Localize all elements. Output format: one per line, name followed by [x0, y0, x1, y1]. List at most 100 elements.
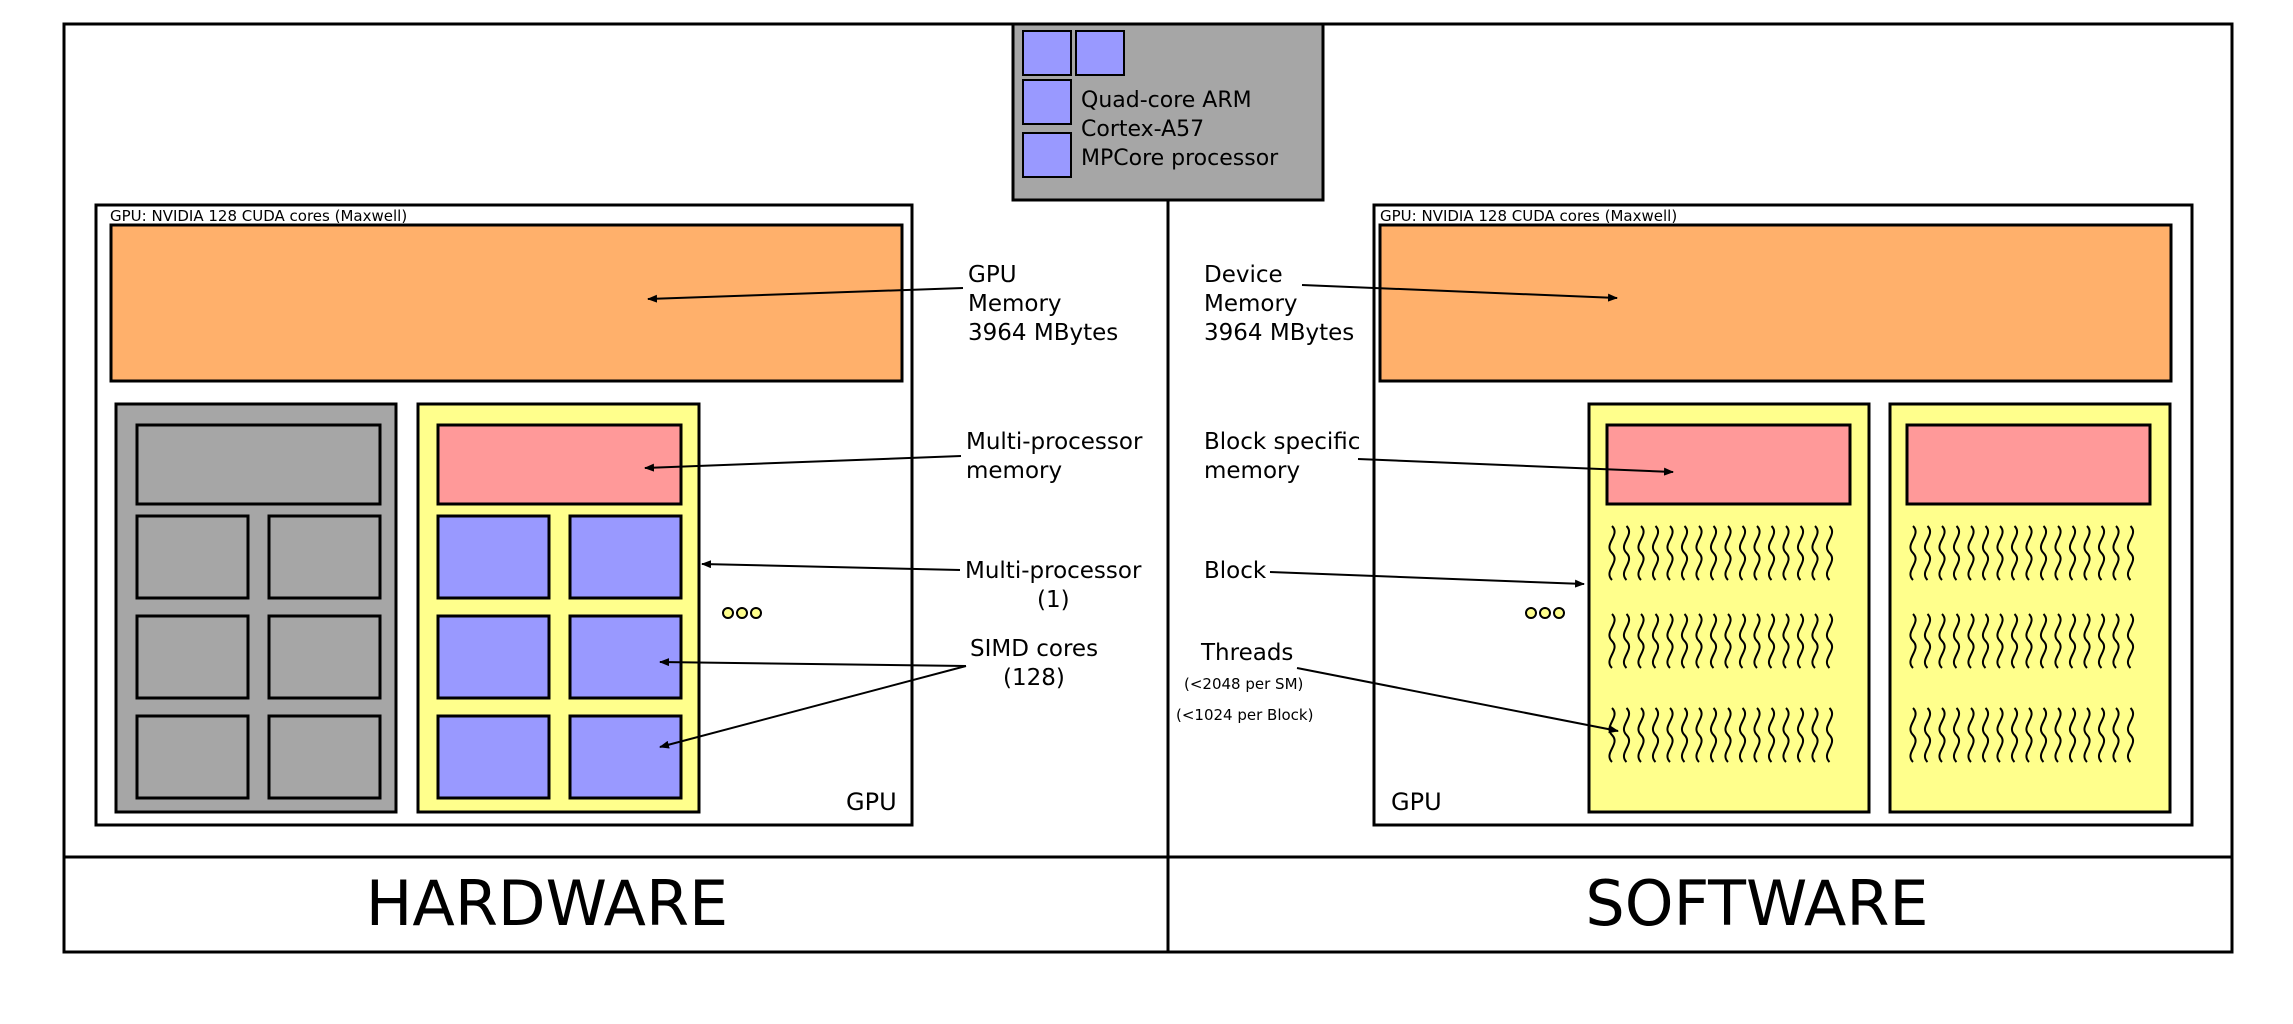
thread-icon — [2126, 707, 2135, 763]
mp-memory-label-line: Multi-processor — [966, 429, 1143, 455]
cpu-core — [1022, 132, 1072, 178]
thread-icon — [2083, 525, 2091, 581]
cpu-core — [1022, 30, 1072, 76]
thread-icon — [1608, 707, 1616, 763]
block-memory-label-line: Block specific — [1204, 429, 1360, 455]
thread-icon — [1782, 525, 1790, 581]
thread-icon — [1981, 707, 1990, 763]
thread-icon — [2010, 707, 2019, 763]
thread-icon — [1695, 525, 1703, 581]
thread-icon — [1637, 707, 1645, 763]
thread-icon — [1622, 707, 1631, 763]
thread-icon — [1811, 613, 1819, 669]
thread-icon — [1825, 613, 1834, 669]
thread-icon — [2126, 525, 2135, 581]
thread-icon — [1952, 707, 1961, 763]
thread-icon — [2068, 525, 2077, 581]
thread-icon — [2010, 613, 2019, 669]
thread-icon — [1996, 707, 2004, 763]
thread-icon — [1923, 525, 1932, 581]
hardware-gpu-title: GPU: NVIDIA 128 CUDA cores (Maxwell) — [110, 207, 407, 225]
thread-icon — [1782, 707, 1790, 763]
thread-icon — [1651, 525, 1660, 581]
thread-group — [1909, 613, 2135, 669]
simd-cores-label-line: SIMD cores — [970, 636, 1098, 662]
ellipsis-dots — [1525, 607, 1565, 619]
thread-icon — [1767, 707, 1776, 763]
thread-icon — [1796, 525, 1805, 581]
thread-icon — [2039, 525, 2048, 581]
thread-icon — [2054, 613, 2062, 669]
thread-icon — [1680, 613, 1689, 669]
thread-icon — [2097, 613, 2106, 669]
hardware-gpu-memory — [109, 223, 904, 383]
thread-group — [1608, 613, 1834, 669]
thread-icon — [1637, 525, 1645, 581]
device-memory-label-line: 3964 MBytes — [1204, 320, 1354, 346]
thread-icon — [1996, 613, 2004, 669]
block-label: Block — [1204, 558, 1267, 584]
thread-icon — [1709, 613, 1718, 669]
thread-icon — [2097, 707, 2106, 763]
thread-icon — [2010, 525, 2019, 581]
thread-icon — [2025, 525, 2033, 581]
thread-icon — [1811, 707, 1819, 763]
thread-icon — [1753, 707, 1761, 763]
software-gpu-title: GPU: NVIDIA 128 CUDA cores (Maxwell) — [1380, 207, 1677, 225]
software-gpu: GPU: NVIDIA 128 CUDA cores (Maxwell) GPU — [1372, 203, 2194, 827]
thread-icon — [1825, 525, 1834, 581]
thread-icon — [2112, 525, 2120, 581]
cpu-core — [1022, 79, 1072, 125]
thread-group — [1608, 525, 1834, 581]
thread-icon — [1637, 613, 1645, 669]
gpu-memory-label-line: Memory — [968, 291, 1062, 317]
thread-icon — [1909, 613, 1917, 669]
thread-icon — [1923, 707, 1932, 763]
thread-icon — [2126, 613, 2135, 669]
thread-icon — [2025, 613, 2033, 669]
simd-core — [568, 614, 683, 700]
thread-icon — [1651, 707, 1660, 763]
thread-icon — [1938, 707, 1946, 763]
thread-icon — [1938, 613, 1946, 669]
thread-icon — [2112, 613, 2120, 669]
thread-icon — [1967, 707, 1975, 763]
thread-icon — [1695, 707, 1703, 763]
cpu-label-line: Quad-core ARM — [1081, 88, 1252, 113]
software-section-label: SOFTWARE — [1585, 867, 1928, 940]
multiprocessor-inactive — [114, 402, 398, 814]
arrow-block-memory — [1357, 458, 1674, 476]
thread-icon — [1622, 525, 1631, 581]
thread-icon — [1909, 707, 1917, 763]
thread-icon — [2068, 707, 2077, 763]
thread-icon — [2083, 613, 2091, 669]
simd-cores-label-line: (128) — [1003, 665, 1065, 691]
thread-icon — [1666, 525, 1674, 581]
thread-icon — [1938, 525, 1946, 581]
thread-icon — [1952, 613, 1961, 669]
device-memory-label-line: Device — [1204, 262, 1283, 288]
simd-core — [436, 614, 551, 700]
thread-icon — [2039, 613, 2048, 669]
gpu-memory-label-line: GPU — [968, 262, 1017, 288]
thread-icon — [1967, 613, 1975, 669]
thread-group — [1608, 707, 1834, 763]
thread-icon — [2054, 525, 2062, 581]
arrow-simd-upper — [659, 658, 967, 667]
simd-core — [568, 514, 683, 600]
hardware-section-label: HARDWARE — [366, 867, 728, 940]
thread-icon — [2083, 707, 2091, 763]
multiprocessor-label-line: Multi-processor — [965, 558, 1142, 584]
cpu-label-line: Cortex-A57 — [1081, 117, 1204, 142]
thread-icon — [1767, 525, 1776, 581]
thread-icon — [1981, 525, 1990, 581]
thread-icon — [2025, 707, 2033, 763]
multiprocessor-active — [416, 402, 701, 814]
thread-group — [1909, 707, 2135, 763]
cpu-label-line: MPCore processor — [1081, 146, 1279, 171]
thread-icon — [1952, 525, 1961, 581]
thread-icon — [1724, 613, 1732, 669]
thread-icon — [1709, 525, 1718, 581]
hardware-gpu-corner-label: GPU — [846, 788, 897, 816]
